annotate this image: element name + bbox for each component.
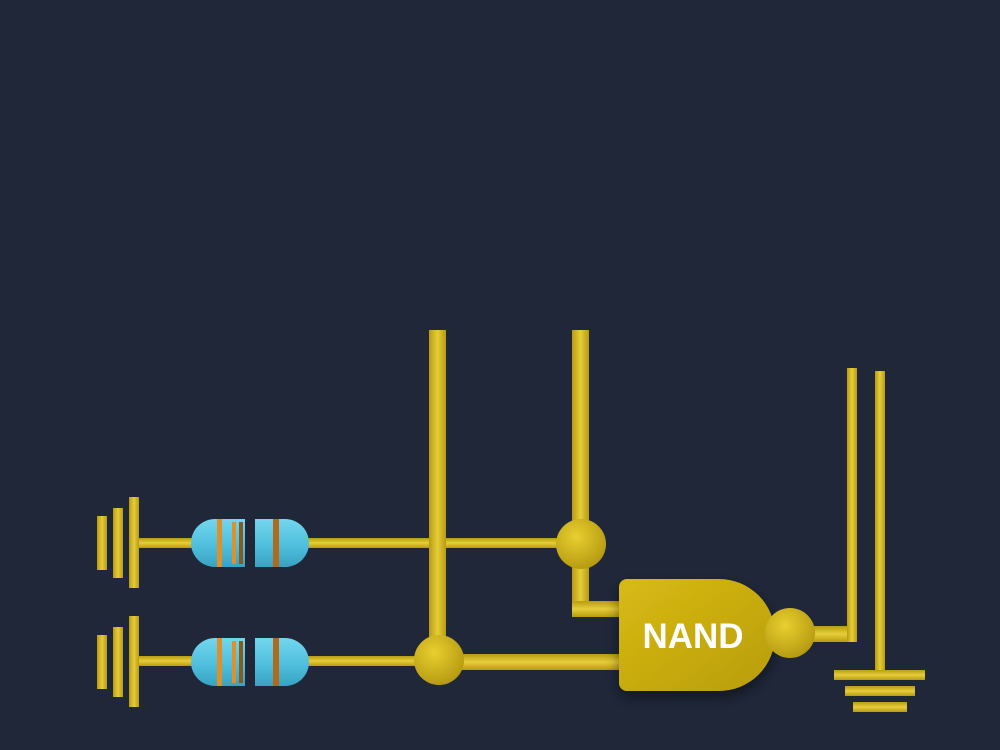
gate-label: NAND: [642, 617, 743, 656]
battery-1: [97, 497, 139, 588]
wire-output: [808, 626, 854, 642]
wire-gate-input-a: [572, 601, 627, 617]
ground-symbol: [834, 670, 925, 712]
junction-upper: [556, 519, 606, 569]
wire-lower-bus: [300, 656, 420, 666]
wire-upper-input: [138, 538, 198, 548]
wire-vertical-left: [429, 330, 446, 640]
resistor-2: [191, 638, 309, 686]
wire-output-up: [847, 368, 857, 642]
wire-gate-input-b: [455, 654, 625, 670]
resistor-1: [191, 519, 309, 567]
wires: [138, 330, 885, 675]
wire-vertical-right: [572, 330, 589, 530]
wire-ground: [875, 371, 885, 675]
wire-lower-input: [138, 656, 198, 666]
battery-2: [97, 616, 139, 707]
junction-lower: [414, 635, 464, 685]
junction-output: [765, 608, 815, 658]
nand-gate: [619, 579, 775, 691]
